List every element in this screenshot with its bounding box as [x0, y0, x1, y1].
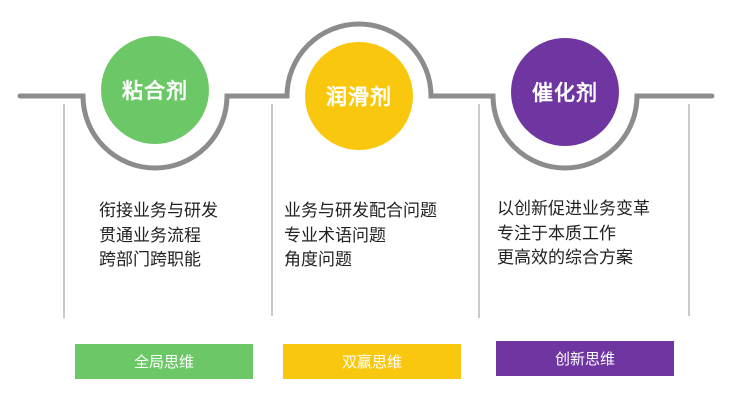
lubricant-description: 业务与研发配合问题 专业术语问题 角度问题 — [284, 199, 437, 273]
description-line: 衔接业务与研发 — [99, 201, 218, 221]
tag-label: 双赢思维 — [341, 353, 402, 371]
description-line: 贯通业务流程 — [99, 225, 201, 246]
adhesive-circle: 粘合剂 — [101, 36, 209, 144]
description-line: 更高效的综合方案 — [497, 248, 633, 268]
description-line: 角度问题 — [284, 250, 352, 270]
global-thinking-tag: 全局思维 — [75, 344, 253, 379]
catalyst-title: 催化剂 — [532, 81, 598, 105]
adhesive-title: 粘合剂 — [122, 79, 188, 103]
adhesive-description: 衔接业务与研发 贯通业务流程 跨部门跨职能 — [99, 199, 218, 273]
description-line: 专业术语问题 — [284, 225, 386, 246]
lubricant-title: 润滑剂 — [326, 85, 392, 109]
tag-label: 创新思维 — [554, 350, 615, 368]
lubricant-circle: 润滑剂 — [305, 42, 413, 150]
tag-label: 全局思维 — [133, 353, 194, 371]
catalyst-circle: 催化剂 — [511, 38, 619, 146]
description-line: 专注于本质工作 — [497, 223, 616, 244]
description-line: 跨部门跨职能 — [99, 250, 201, 270]
win-win-thinking-tag: 双赢思维 — [283, 344, 461, 379]
flow-line — [17, 21, 715, 171]
description-line: 以创新促进业务变革 — [497, 199, 650, 219]
catalyst-description: 以创新促进业务变革 专注于本质工作 更高效的综合方案 — [497, 197, 650, 271]
innovation-thinking-tag: 创新思维 — [496, 341, 674, 376]
description-line: 业务与研发配合问题 — [284, 201, 437, 221]
